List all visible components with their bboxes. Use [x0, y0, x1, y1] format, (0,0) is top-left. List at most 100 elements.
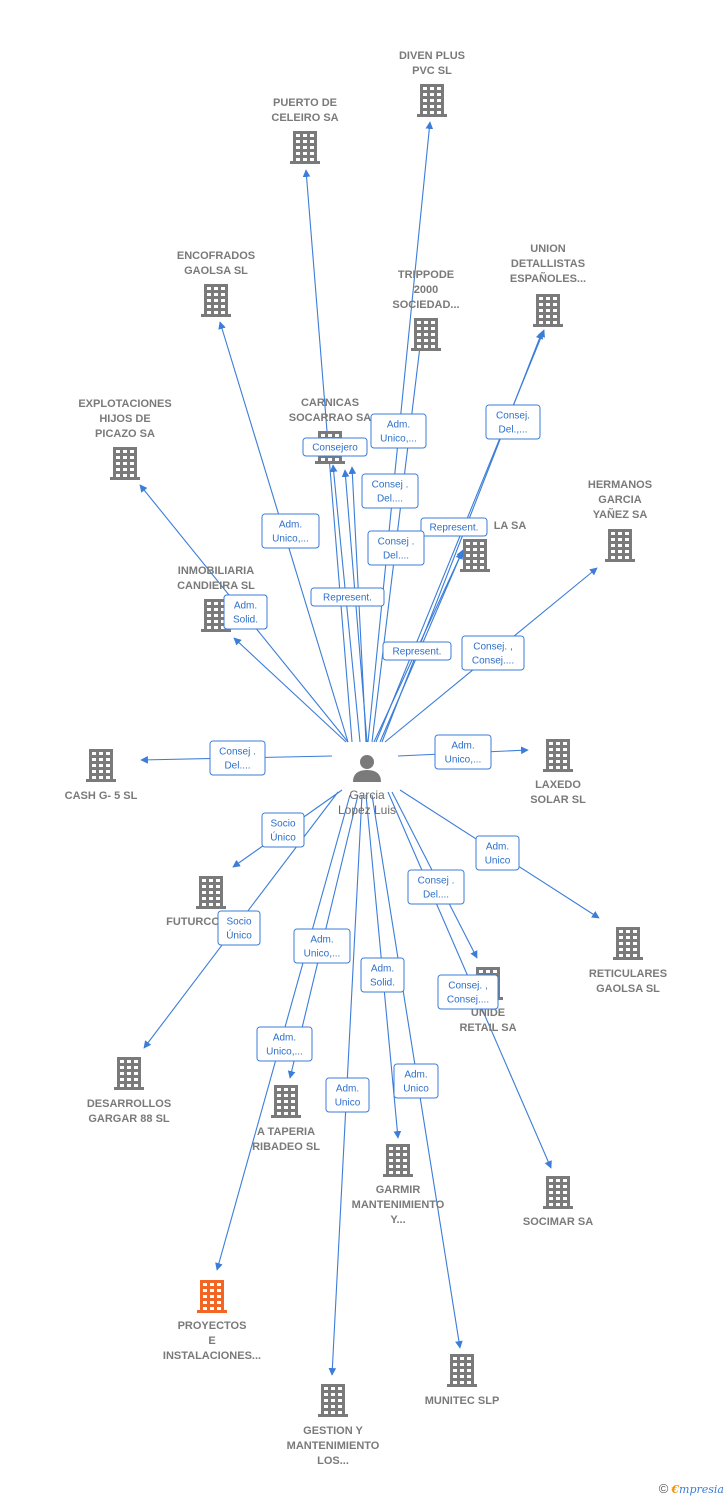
building-icon [543, 1176, 573, 1209]
company-label: PROYECTOS [178, 1320, 247, 1332]
center-name: Garcia [349, 788, 385, 802]
role-text: Consej. , [448, 981, 487, 992]
building-icon [196, 876, 226, 909]
role-label-carnicas[interactable]: Consejero [302, 437, 368, 457]
role-label-union[interactable]: Consej.Del.,... [485, 404, 541, 440]
role-text: Adm. [486, 842, 509, 853]
role-label-gestion[interactable]: Adm. Unico [325, 1077, 370, 1113]
role-text: Unico,... [445, 755, 482, 766]
company-node-proyectos[interactable]: PROYECTOSEINSTALACIONES... [163, 1280, 261, 1362]
role-label-la_sa[interactable]: Represent. [382, 641, 452, 661]
role-label-inmobiliaria[interactable]: Adm.Solid. [223, 594, 268, 630]
role-box [261, 812, 305, 848]
role-box [407, 869, 465, 905]
company-label: UNION [530, 243, 566, 255]
building-icon [605, 529, 635, 562]
role-text: Consej . [378, 537, 415, 548]
role-label-laxedo[interactable]: Adm. Unico,... [434, 734, 492, 770]
role-label-carnicas[interactable]: Consej .Del.... [361, 473, 419, 509]
company-label: INSTALACIONES... [163, 1350, 261, 1362]
company-node-la_sa[interactable]: LA SA [460, 520, 526, 572]
role-label-la_sa[interactable]: Consej .Del.... [367, 530, 425, 566]
role-text: Unico [403, 1084, 429, 1095]
role-text: Adm. [336, 1084, 359, 1095]
role-text: Adm. [451, 741, 474, 752]
company-label: ESPAÑOLES... [510, 272, 586, 285]
building-icon [290, 131, 320, 164]
role-box [485, 404, 541, 440]
role-label-reticulares[interactable]: Adm. Unico [475, 835, 520, 871]
role-label-cash[interactable]: Consej .Del.... [209, 740, 266, 776]
role-text: Represent. [430, 523, 479, 534]
building-icon [114, 1057, 144, 1090]
role-text: Unico,... [380, 434, 417, 445]
role-text: Del.... [377, 494, 403, 505]
role-box [437, 974, 499, 1010]
role-text: Unico,... [272, 534, 309, 545]
role-text: Único [270, 831, 296, 844]
company-label: GESTION Y [303, 1425, 363, 1437]
brand-initial: € [671, 1483, 680, 1496]
company-label: LOS... [317, 1455, 349, 1467]
role-label-munitec[interactable]: Adm.Unico [393, 1063, 439, 1099]
role-box [223, 594, 268, 630]
company-node-garmir[interactable]: GARMIRMANTENIMIENTOY... [352, 1144, 445, 1226]
role-text: Unico [335, 1098, 361, 1109]
role-text: Consej. [496, 411, 530, 422]
company-label: RETICULARES [589, 968, 667, 980]
company-label: DESARROLLOS [87, 1098, 171, 1110]
company-node-futurco[interactable]: FUTURCO [166, 876, 226, 928]
company-label: SOCARRAO SA [289, 412, 372, 424]
role-label-socimar[interactable]: Consej. ,Consej.... [437, 974, 499, 1010]
role-label-union[interactable]: Represent. [420, 517, 488, 537]
company-label: LAXEDO [535, 779, 581, 791]
role-box [209, 740, 266, 776]
building-icon [271, 1085, 301, 1118]
role-label-encofrados[interactable]: Adm.Unico,... [261, 513, 320, 549]
role-box [475, 835, 520, 871]
role-label-garmir[interactable]: Adm.Solid. [360, 957, 405, 993]
role-label-hermanos[interactable]: Consej. ,Consej.... [461, 635, 525, 671]
company-node-socimar[interactable]: SOCIMAR SA [523, 1176, 593, 1228]
role-label-taperia[interactable]: Adm.Unico,... [293, 928, 351, 964]
building-icon [447, 1354, 477, 1387]
role-text: Unico,... [266, 1047, 303, 1058]
company-label: PICAZO SA [95, 428, 155, 440]
role-label-carnicas[interactable]: Represent. [310, 587, 385, 607]
role-label-trippode[interactable]: Adm.Unico,... [370, 413, 427, 449]
role-label-proyectos[interactable]: Adm.Unico,... [256, 1026, 313, 1062]
role-box [434, 734, 492, 770]
company-label: DETALLISTAS [511, 258, 585, 270]
company-node-gestion[interactable]: GESTION YMANTENIMIENTOLOS... [287, 1384, 380, 1467]
role-text: Del.... [423, 890, 449, 901]
building-icon [460, 539, 490, 572]
company-node-trippode[interactable]: TRIPPODE2000SOCIEDAD... [392, 269, 460, 351]
role-text: Represent. [393, 647, 442, 658]
building-icon [383, 1144, 413, 1177]
company-node-munitec[interactable]: MUNITEC SLP [425, 1354, 500, 1407]
company-label: CARNICAS [301, 397, 359, 409]
company-label: ENCOFRADOS [177, 250, 255, 262]
role-box [293, 928, 351, 964]
role-box [261, 513, 320, 549]
role-label-unide[interactable]: Consej .Del.... [407, 869, 465, 905]
role-text: Unico [485, 856, 511, 867]
company-node-cash[interactable]: CASH G- 5 SL [65, 749, 138, 802]
company-node-union[interactable]: UNION DETALLISTAS ESPAÑOLES... [510, 243, 586, 327]
copyright-symbol: © [658, 1481, 669, 1496]
footer-brand: ©€mpresia [659, 1481, 724, 1496]
company-label: A TAPERIA [257, 1126, 315, 1138]
company-node-carnicas[interactable]: CARNICAS SOCARRAO SA [289, 397, 372, 464]
